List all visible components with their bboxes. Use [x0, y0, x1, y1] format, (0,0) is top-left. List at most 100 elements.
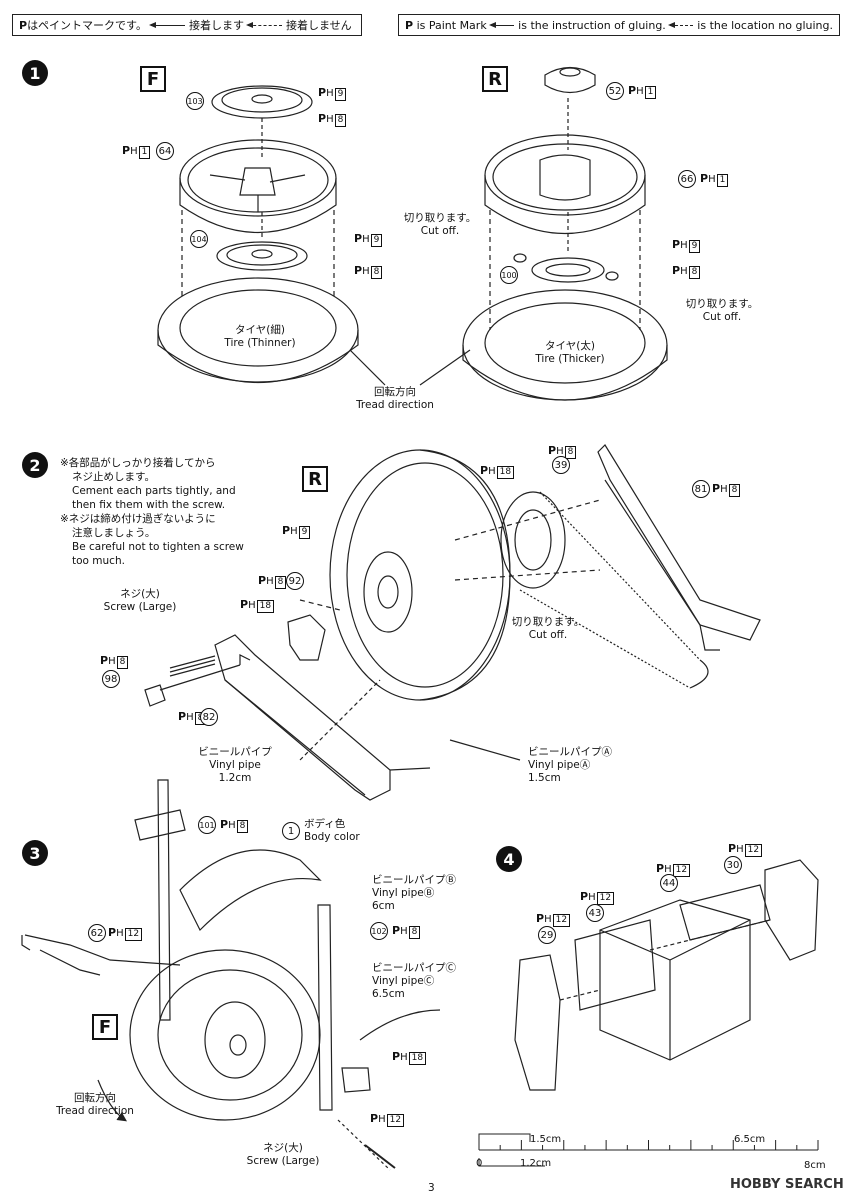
handlebar-62 — [21, 934, 181, 976]
front-fender-1 — [179, 849, 322, 932]
cut-off-label-2: 切り取ります。 Cut off. — [682, 298, 762, 324]
tread-jp: 回転方向 — [374, 386, 416, 398]
no-glue-arrow-icon — [245, 21, 282, 28]
screw-large-label-step3: ネジ(大) Screw (Large) — [238, 1142, 328, 1168]
part-102: 102 — [370, 922, 388, 940]
step-3-badge: 3 — [22, 840, 48, 866]
note2b-jp: 注意しましょう。 — [72, 527, 156, 539]
watermark-logo: HOBBY SEARCH — [730, 1177, 844, 1192]
front-wheel-64 — [179, 139, 337, 234]
engine-part-29 — [514, 954, 561, 1091]
cut-off-label-3: 切り取ります。 Cut off. — [508, 616, 588, 642]
screw-jp: ネジ(大) — [263, 1142, 303, 1154]
part-62: 62 — [88, 924, 106, 942]
screw-en: Screw (Large) — [103, 601, 177, 613]
vinylC-len: 6.5cm — [372, 988, 405, 1000]
cut-off-label-1: 切り取ります。 Cut off. — [400, 212, 480, 238]
tread-en: Tread direction — [356, 399, 434, 411]
screw-jp: ネジ(大) — [120, 588, 160, 600]
part-64: 64 — [156, 142, 174, 160]
vinylA-en: Vinyl pipeⒶ — [528, 759, 591, 771]
brake-caliper-92 — [287, 614, 326, 661]
vinylB-jp: ビニールパイプⒷ — [372, 874, 456, 886]
part-39: 39 — [552, 456, 570, 474]
ruler-ticks — [478, 1140, 819, 1150]
ruler-0: 0 — [476, 1158, 483, 1169]
cut-off-en: Cut off. — [420, 225, 460, 237]
legend-english: P is Paint Mark is the instruction of gl… — [398, 14, 840, 36]
tread-en: Tread direction — [56, 1105, 134, 1117]
page-number: 3 — [428, 1182, 435, 1194]
body-color-en: Body color — [304, 831, 360, 843]
paint-mark-icon: P — [405, 18, 414, 32]
cut-off-jp: 切り取ります。 — [403, 212, 477, 224]
rear-wheel-assembly — [329, 449, 511, 701]
drive-chain — [519, 491, 709, 689]
legend-paint-text-en: is Paint Mark — [416, 18, 487, 32]
rear-label: R — [482, 66, 508, 92]
front-tire — [157, 277, 359, 384]
vinylC-en: Vinyl pipeⒸ — [372, 975, 435, 987]
note1b-en: then fix them with the screw. — [72, 499, 226, 511]
cut-off-jp: 切り取ります。 — [685, 298, 759, 310]
engine-part-43 — [574, 919, 656, 1011]
screw-en: Screw (Large) — [246, 1155, 320, 1167]
ruler-1-5cm: 1.5cm — [530, 1134, 562, 1145]
legend-no-glue-text: 接着しません — [285, 19, 352, 32]
step-4-badge: 4 — [496, 846, 522, 872]
rear-brake-disc-100 — [513, 253, 619, 283]
engine-part-44 — [679, 884, 771, 941]
rear-wheel-66 — [484, 134, 646, 235]
chain-adjuster-98 — [144, 684, 166, 707]
note2b-en: too much. — [72, 555, 125, 567]
ruler-1-2cm: 1.2cm — [520, 1158, 552, 1169]
vinyl-pipe-label: ビニールパイプ Vinyl pipe 1.2cm — [190, 746, 280, 785]
glue-arrow-icon — [488, 21, 515, 28]
cut-off-en: Cut off. — [702, 311, 742, 323]
vinyl-len: 1.2cm — [218, 772, 252, 784]
part-103: 103 — [186, 92, 204, 110]
front-fork-left — [134, 779, 186, 1021]
vinyl-pipe-c-label: ビニールパイプⒸ Vinyl pipeⒸ 6.5cm — [372, 962, 456, 1001]
ruler-6-5cm: 6.5cm — [734, 1134, 766, 1145]
front-caliper — [341, 1067, 371, 1093]
legend-glue-text-en: is the instruction of gluing. — [518, 18, 666, 32]
part-100: 100 — [500, 266, 518, 284]
front-brake-disc-103 — [211, 85, 313, 119]
cut-off-en: Cut off. — [528, 629, 568, 641]
part-98: 98 — [102, 670, 120, 688]
part-52: 52 — [606, 82, 624, 100]
tire-thick-en: Tire (Thicker) — [535, 353, 605, 365]
swingarm-81 — [597, 444, 761, 651]
engine-block — [599, 899, 751, 1061]
glue-arrow-icon — [148, 21, 185, 28]
vinyl-pipe-b-label: ビニールパイプⒷ Vinyl pipeⒷ 6cm — [372, 874, 456, 913]
rear-sprocket-39 — [500, 491, 566, 589]
screw-large — [169, 655, 216, 677]
part-29: 29 — [538, 926, 556, 944]
part-82: 82 — [200, 708, 218, 726]
part-81: 81 — [692, 480, 710, 498]
vinylC-jp: ビニールパイプⒸ — [372, 962, 456, 974]
front-brake-disc-104 — [216, 241, 308, 271]
